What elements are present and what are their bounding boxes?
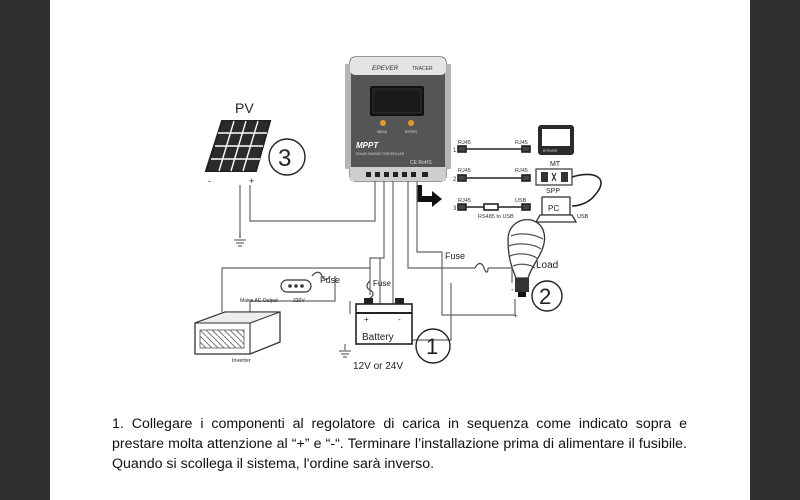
pv-plus: + — [249, 176, 254, 186]
controller-mppt: MPPT — [356, 141, 379, 150]
battery-number: 1 — [426, 334, 438, 359]
load-number-badge: 2 — [531, 280, 563, 312]
spp-module-icon — [535, 168, 602, 207]
port2-right: RJ45 — [515, 168, 528, 174]
fuse-inverter-symbol — [311, 271, 331, 280]
mt-remote-meter-icon: EPEVER — [538, 125, 574, 155]
battery-icon — [355, 298, 413, 345]
inverter-fuse-label: Fuse — [320, 275, 340, 285]
port3-right: USB — [515, 198, 527, 204]
load-minus: - — [511, 285, 514, 294]
mt-label: MT — [550, 161, 561, 168]
light-bulb-icon — [507, 219, 546, 297]
cable-icon — [457, 145, 531, 211]
fuse-load-label: Fuse — [445, 251, 465, 261]
instruction-paragraph: 1. Collegare i componenti al regolatore … — [112, 414, 687, 474]
ground-symbol-battery — [339, 344, 351, 358]
inverter-icon — [194, 311, 281, 355]
pc-usb-label: USB — [577, 214, 589, 220]
pc-label: PC — [548, 204, 559, 213]
laptop-icon — [534, 196, 578, 223]
battery-minus: - — [398, 315, 401, 324]
pv-label: PV — [235, 100, 254, 116]
pv-minus: - — [208, 176, 211, 186]
controller-ce: CE RoHS — [410, 160, 432, 166]
wiring-diagram: PV - + 3 — [194, 56, 602, 372]
ground-symbol-pv — [234, 239, 246, 247]
spp-label: SPP — [546, 188, 560, 195]
mt-screen-text: EPEVER — [543, 149, 558, 153]
controller-btn-left: MENU — [377, 130, 388, 134]
inverter-label: Inverter — [232, 358, 251, 364]
controller-model: TRACER — [412, 66, 433, 72]
fuse-battery-symbol — [366, 280, 374, 299]
charge-controller: EPEVER TRACER MENU ENTER MPPT SOLAR CHAR… — [345, 56, 451, 182]
mains-label: Mains AC Output — [240, 298, 278, 304]
controller-brand: EPEVER — [372, 65, 399, 72]
battery-number-badge: 1 — [415, 328, 451, 364]
load-label: Load — [536, 260, 558, 271]
arrow-icon — [417, 185, 442, 207]
fuse-battery-label: Fuse — [373, 279, 391, 288]
port3-left: RJ45 — [458, 198, 471, 204]
controller-subtitle: SOLAR CHARGE CONTROLLER — [356, 152, 405, 156]
port3-num: 3 — [453, 206, 457, 212]
pv-number-badge: 3 — [268, 138, 306, 176]
instruction-text: 1. Collegare i componenti al regolatore … — [112, 416, 687, 472]
document-page: PV - + 3 — [50, 0, 750, 500]
port1-num: 1 — [453, 148, 457, 154]
battery-voltage: 12V or 24V — [353, 361, 403, 372]
solar-panel-icon — [204, 120, 272, 172]
port1-right: RJ45 — [515, 140, 528, 146]
enter-button[interactable] — [408, 120, 414, 126]
port3-extra: RS485 to USB — [478, 214, 514, 220]
pv-number: 3 — [278, 145, 291, 172]
port1-left: RJ45 — [458, 140, 471, 146]
battery-plus: + — [364, 315, 369, 324]
battery-label: Battery — [362, 332, 394, 343]
fuse-load-symbol — [474, 262, 489, 273]
ac-socket-icon — [280, 279, 312, 293]
voltage-220-label: 220V — [293, 298, 305, 304]
load-number: 2 — [539, 284, 551, 309]
port2-num: 2 — [453, 177, 457, 183]
port2-left: RJ45 — [458, 168, 471, 174]
controller-btn-right: ENTER — [405, 130, 417, 134]
menu-button[interactable] — [380, 120, 386, 126]
